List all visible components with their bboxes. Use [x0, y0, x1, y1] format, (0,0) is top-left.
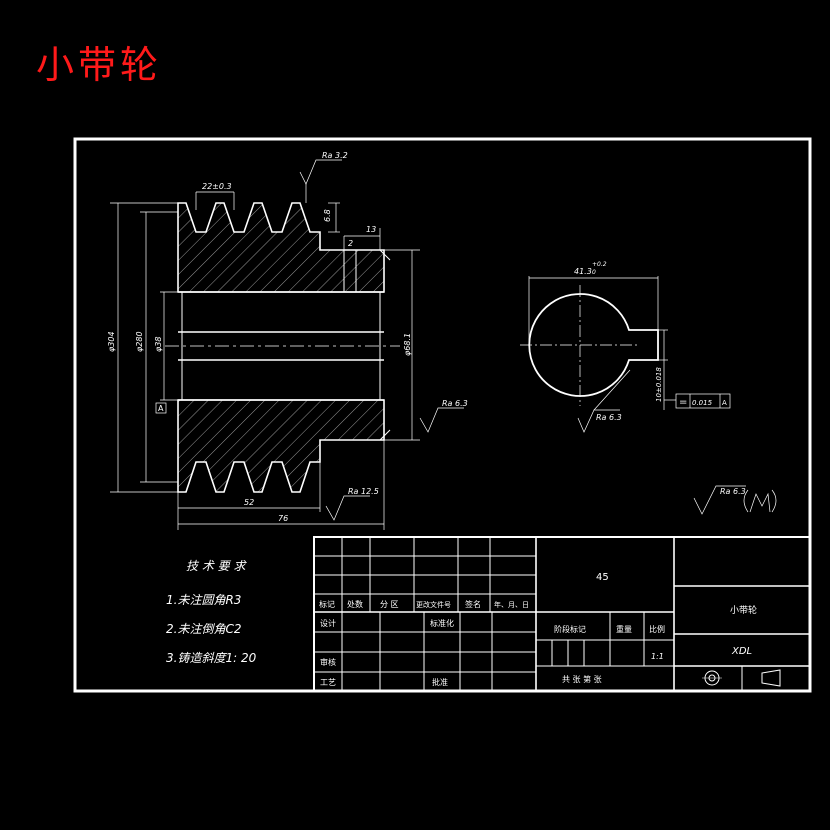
scale-label: 比例 [649, 624, 665, 634]
keyway-tol-lower: 0 [592, 269, 596, 276]
section-dim-text: 22±0.3 Ra 3.2 6.8 13 2 φ304 φ280 φ38 φ68… [107, 151, 468, 523]
review-label: 审核 [320, 657, 336, 667]
end-view-dims [528, 276, 777, 515]
tech-item-1: 1.未注圆角R3 [166, 593, 241, 607]
groove-pitch-dim: 22±0.3 [202, 182, 232, 191]
hub-dia-dim: φ68.1 [403, 333, 412, 356]
ra-top-dim: Ra 3.2 [322, 151, 348, 160]
upper-rim-section [177, 202, 385, 293]
groove-dia-dim: φ280 [135, 331, 144, 352]
stage-mark-label: 阶段标记 [554, 624, 586, 634]
rev-header-sign: 签名 [465, 599, 481, 609]
tech-requirements: 技 术 要 求 1.未注圆角R3 2.未注倒角C2 3.铸造斜度1: 20 [166, 559, 257, 665]
datum-a-label: A [158, 404, 164, 413]
material-value: 45 [596, 572, 609, 583]
design-label: 设计 [320, 618, 336, 628]
process-label: 工艺 [320, 678, 336, 687]
drawing-no-value: XDL [731, 646, 752, 657]
tech-item-3: 3.铸造斜度1: 20 [166, 651, 257, 665]
title-block-text: 标记 处数 分 区 更改文件号 签名 年、月、日 设计 标准化 审核 工艺 批准… [319, 572, 757, 687]
ra-bore-dim: Ra 6.3 [596, 413, 622, 422]
section-dimensions [110, 159, 464, 530]
groove-depth-dim: 6.8 [323, 209, 332, 222]
part-name-value: 小带轮 [730, 604, 757, 616]
approve-label: 批准 [432, 677, 448, 687]
tech-item-2: 2.未注倒角C2 [166, 622, 241, 636]
length-52-dim: 52 [244, 498, 254, 507]
sheet-label: 共 张 第 张 [562, 674, 602, 684]
rev-header-doc: 更改文件号 [416, 600, 451, 609]
keyway-tol-upper: +0.2 [592, 261, 607, 268]
keyway-depth-dim: 41.3 [574, 267, 592, 276]
tolerance-value: 0.015 [692, 399, 713, 407]
ra-hub-dim: Ra 6.3 [442, 399, 468, 408]
scale-value: 1:1 [651, 652, 664, 661]
chamfer-dim: 2 [348, 239, 353, 248]
drawing-title: 小带轮 [36, 43, 163, 87]
rev-header-zone: 分 区 [380, 600, 399, 609]
standardize-label: 标准化 [430, 618, 454, 628]
tolerance-datum: A [722, 399, 727, 407]
tolerance-symbol: = [679, 397, 687, 408]
lower-rim-section [177, 399, 385, 493]
bore-dia-dim: φ38 [154, 337, 163, 352]
weight-label: 重量 [616, 624, 632, 634]
outer-dia-dim: φ304 [107, 331, 116, 352]
length-76-dim: 76 [278, 514, 288, 523]
title-block [313, 536, 811, 692]
hub-width-dim: 13 [366, 225, 376, 234]
pulley-section-view [165, 202, 400, 493]
bore-end-view [520, 285, 659, 406]
keyway-width-dim: 10±0.018 [655, 367, 663, 402]
end-view-dim-text: 41.3 +0.2 0 10±0.018 Ra 6.3 = 0.015 A Ra… [574, 261, 746, 496]
tech-heading: 技 术 要 求 [186, 559, 247, 573]
rev-header-date: 年、月、日 [494, 600, 529, 609]
rev-header-count: 处数 [347, 599, 363, 609]
rev-header-mark: 标记 [319, 599, 335, 609]
ra-general-dim: Ra 6.3 [720, 487, 746, 496]
ra-bottom-dim: Ra 12.5 [348, 487, 379, 496]
bore-outline [528, 293, 659, 397]
